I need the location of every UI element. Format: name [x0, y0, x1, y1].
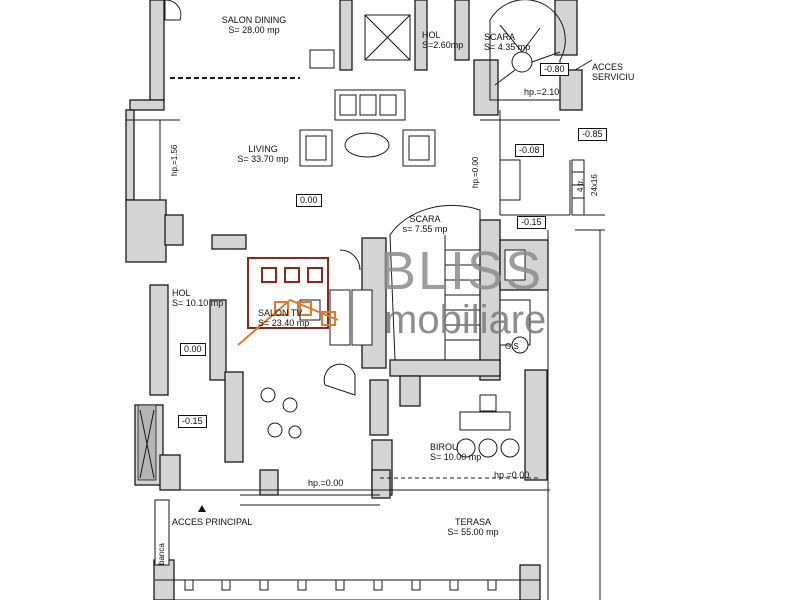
watermark-tagline: mobiliare [384, 298, 547, 342]
height-label: hp.=0.00 [308, 478, 344, 488]
room-salon-dining: SALON DINING S= 28.00 mp [212, 15, 296, 35]
room-area: S= 55.00 mp [447, 527, 499, 537]
room-area: S= 23.40 mp [258, 318, 310, 328]
room-name: HOL [422, 30, 441, 40]
birou-furniture [456, 249, 531, 458]
spiral-stair-top [489, 0, 566, 101]
room-name: SALON TV [258, 308, 303, 318]
level-box: 0.00 [180, 343, 206, 356]
entrance-marker-icon [198, 505, 206, 512]
room-name: SCARA [484, 32, 516, 42]
living-furniture [299, 89, 521, 201]
bliss-logo-icon [237, 257, 339, 346]
room-terasa: TERASA S= 55.00 mp [440, 517, 506, 537]
banca-label: banca [157, 543, 166, 565]
room-area: S= 10.00 mp [430, 452, 482, 462]
room-name: LIVING [248, 144, 278, 154]
room-area: S= 33.70 mp [237, 154, 289, 164]
room-name: HOL [172, 288, 191, 298]
watermark-brand: BLISS [380, 241, 544, 301]
spiral-stair-mid [389, 204, 481, 361]
room-living: LIVING S= 33.70 mp [236, 144, 290, 164]
room-area: S= 28.00 mp [228, 25, 280, 35]
stair-size-label: 24x16 [590, 174, 599, 196]
acces-principal-label: ACCES PRINCIPAL [172, 517, 253, 527]
room-scara-mid: SCARA s= 7.55 mp [400, 214, 450, 234]
salon-tv-furniture [260, 249, 373, 439]
room-name: TERASA [454, 517, 491, 527]
room-hol-top: HOL S=2.60mp [422, 30, 463, 50]
stair-count-label: 4 tr. [576, 178, 585, 192]
room-name: BIROU [430, 442, 459, 452]
arrow-line [574, 59, 593, 71]
elevator-shaft [364, 14, 411, 61]
room-name: SALON DINING [221, 15, 287, 25]
level-box: -0.15 [178, 415, 207, 428]
height-label: hp.=0.00 [494, 470, 530, 480]
wc-label: G.S [505, 342, 519, 351]
walls [125, 0, 583, 600]
level-box: 0.00 [296, 194, 322, 207]
level-box: -0.80 [540, 63, 569, 76]
level-box: -0.08 [515, 144, 544, 157]
room-name: SCARA [409, 214, 441, 224]
terrace-columns [184, 579, 497, 591]
left-window [137, 404, 170, 566]
room-area: s= 7.55 mp [402, 224, 448, 234]
room-salon-tv: SALON TV S= 23.40 mp [258, 308, 309, 328]
room-area: S= 4.35 mp [484, 42, 531, 52]
acces-serviciu-label: ACCES SERVICIU [592, 62, 635, 82]
exterior-steps [571, 159, 585, 216]
room-area: S=2.60mp [422, 40, 464, 50]
room-hol-left: HOL S= 10.10 mp [172, 288, 223, 308]
height-label: hp.=2.10 [524, 87, 560, 97]
room-area: S= 10.10 mp [172, 298, 224, 308]
level-box: -0.15 [517, 216, 546, 229]
structure-lines [126, 77, 605, 600]
room-birou: BIROU S= 10.00 mp [430, 442, 481, 462]
height-label: hp.=1.56 [170, 144, 179, 176]
room-scara-top: SCARA S= 4.35 mp [484, 32, 530, 52]
dining-furniture [164, 0, 335, 69]
level-box: -0.85 [578, 128, 607, 141]
height-label: hp.=0.00 [471, 156, 480, 188]
